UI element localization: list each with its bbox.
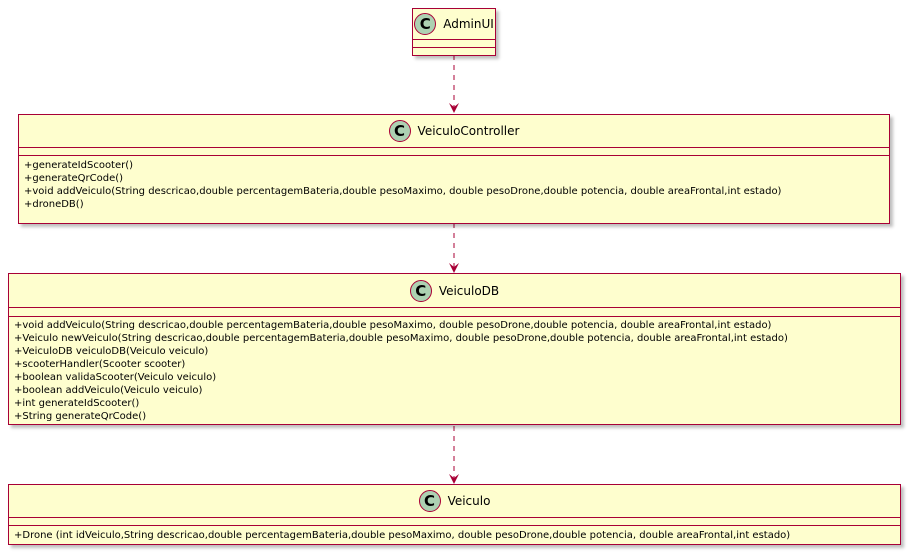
class-header: C AdminUI [413, 9, 495, 39]
arrowhead-db [449, 263, 459, 273]
class-header: C VeiculoController [19, 115, 889, 147]
method: +generateQrCode() [24, 173, 124, 184]
class-veiculocontroller: C VeiculoController +generateIdScooter()… [18, 114, 890, 224]
method: +void addVeiculo(String descricao,double… [14, 320, 772, 331]
method: +String generateQrCode() [14, 411, 147, 422]
class-header: C VeiculoDB [9, 274, 900, 307]
method: +generateIdScooter() [24, 160, 134, 171]
method: +scooterHandler(Scooter scooter) [14, 359, 186, 370]
method: +boolean addVeiculo(Veiculo veiculo) [14, 385, 203, 396]
methods-section: +Drone (int idVeiculo,String descricao,d… [9, 525, 900, 542]
class-header: C Veiculo [9, 485, 900, 517]
attributes-section [9, 517, 900, 525]
attributes-section [19, 147, 889, 155]
method: +droneDB() [24, 199, 84, 210]
methods-section: +generateIdScooter() +generateQrCode() +… [19, 155, 889, 211]
arrowhead-controller [449, 103, 459, 113]
methods-section [413, 47, 495, 48]
method: +int generateIdScooter() [14, 398, 140, 409]
class-name: VeiculoController [417, 124, 520, 138]
method: +Veiculo newVeiculo(String descricao,dou… [14, 333, 788, 344]
arrowhead-veiculo [449, 474, 459, 484]
class-name: VeiculoDB [438, 283, 500, 298]
class-adminui: C AdminUI [412, 8, 496, 56]
class-veiculodb: C VeiculoDB +void addVeiculo(String desc… [8, 273, 901, 425]
class-name: Veiculo [447, 494, 491, 508]
method: +void addVeiculo(String descricao,double… [24, 186, 782, 197]
method: +VeiculoDB veiculoDB(Veiculo veiculo) [14, 346, 209, 357]
class-stereotype-icon: C [388, 120, 411, 142]
methods-section: +void addVeiculo(String descricao,double… [9, 316, 900, 423]
attributes-section [413, 39, 495, 47]
attributes-section [9, 307, 900, 316]
class-stereotype-icon: C [414, 13, 437, 35]
class-stereotype-icon: C [418, 490, 441, 512]
class-veiculo: C Veiculo +Drone (int idVeiculo,String d… [8, 484, 901, 545]
method: +Drone (int idVeiculo,String descricao,d… [14, 530, 791, 541]
class-stereotype-icon: C [409, 279, 432, 302]
class-name: AdminUI [443, 17, 494, 31]
method: +boolean validaScooter(Veiculo veiculo) [14, 372, 217, 383]
